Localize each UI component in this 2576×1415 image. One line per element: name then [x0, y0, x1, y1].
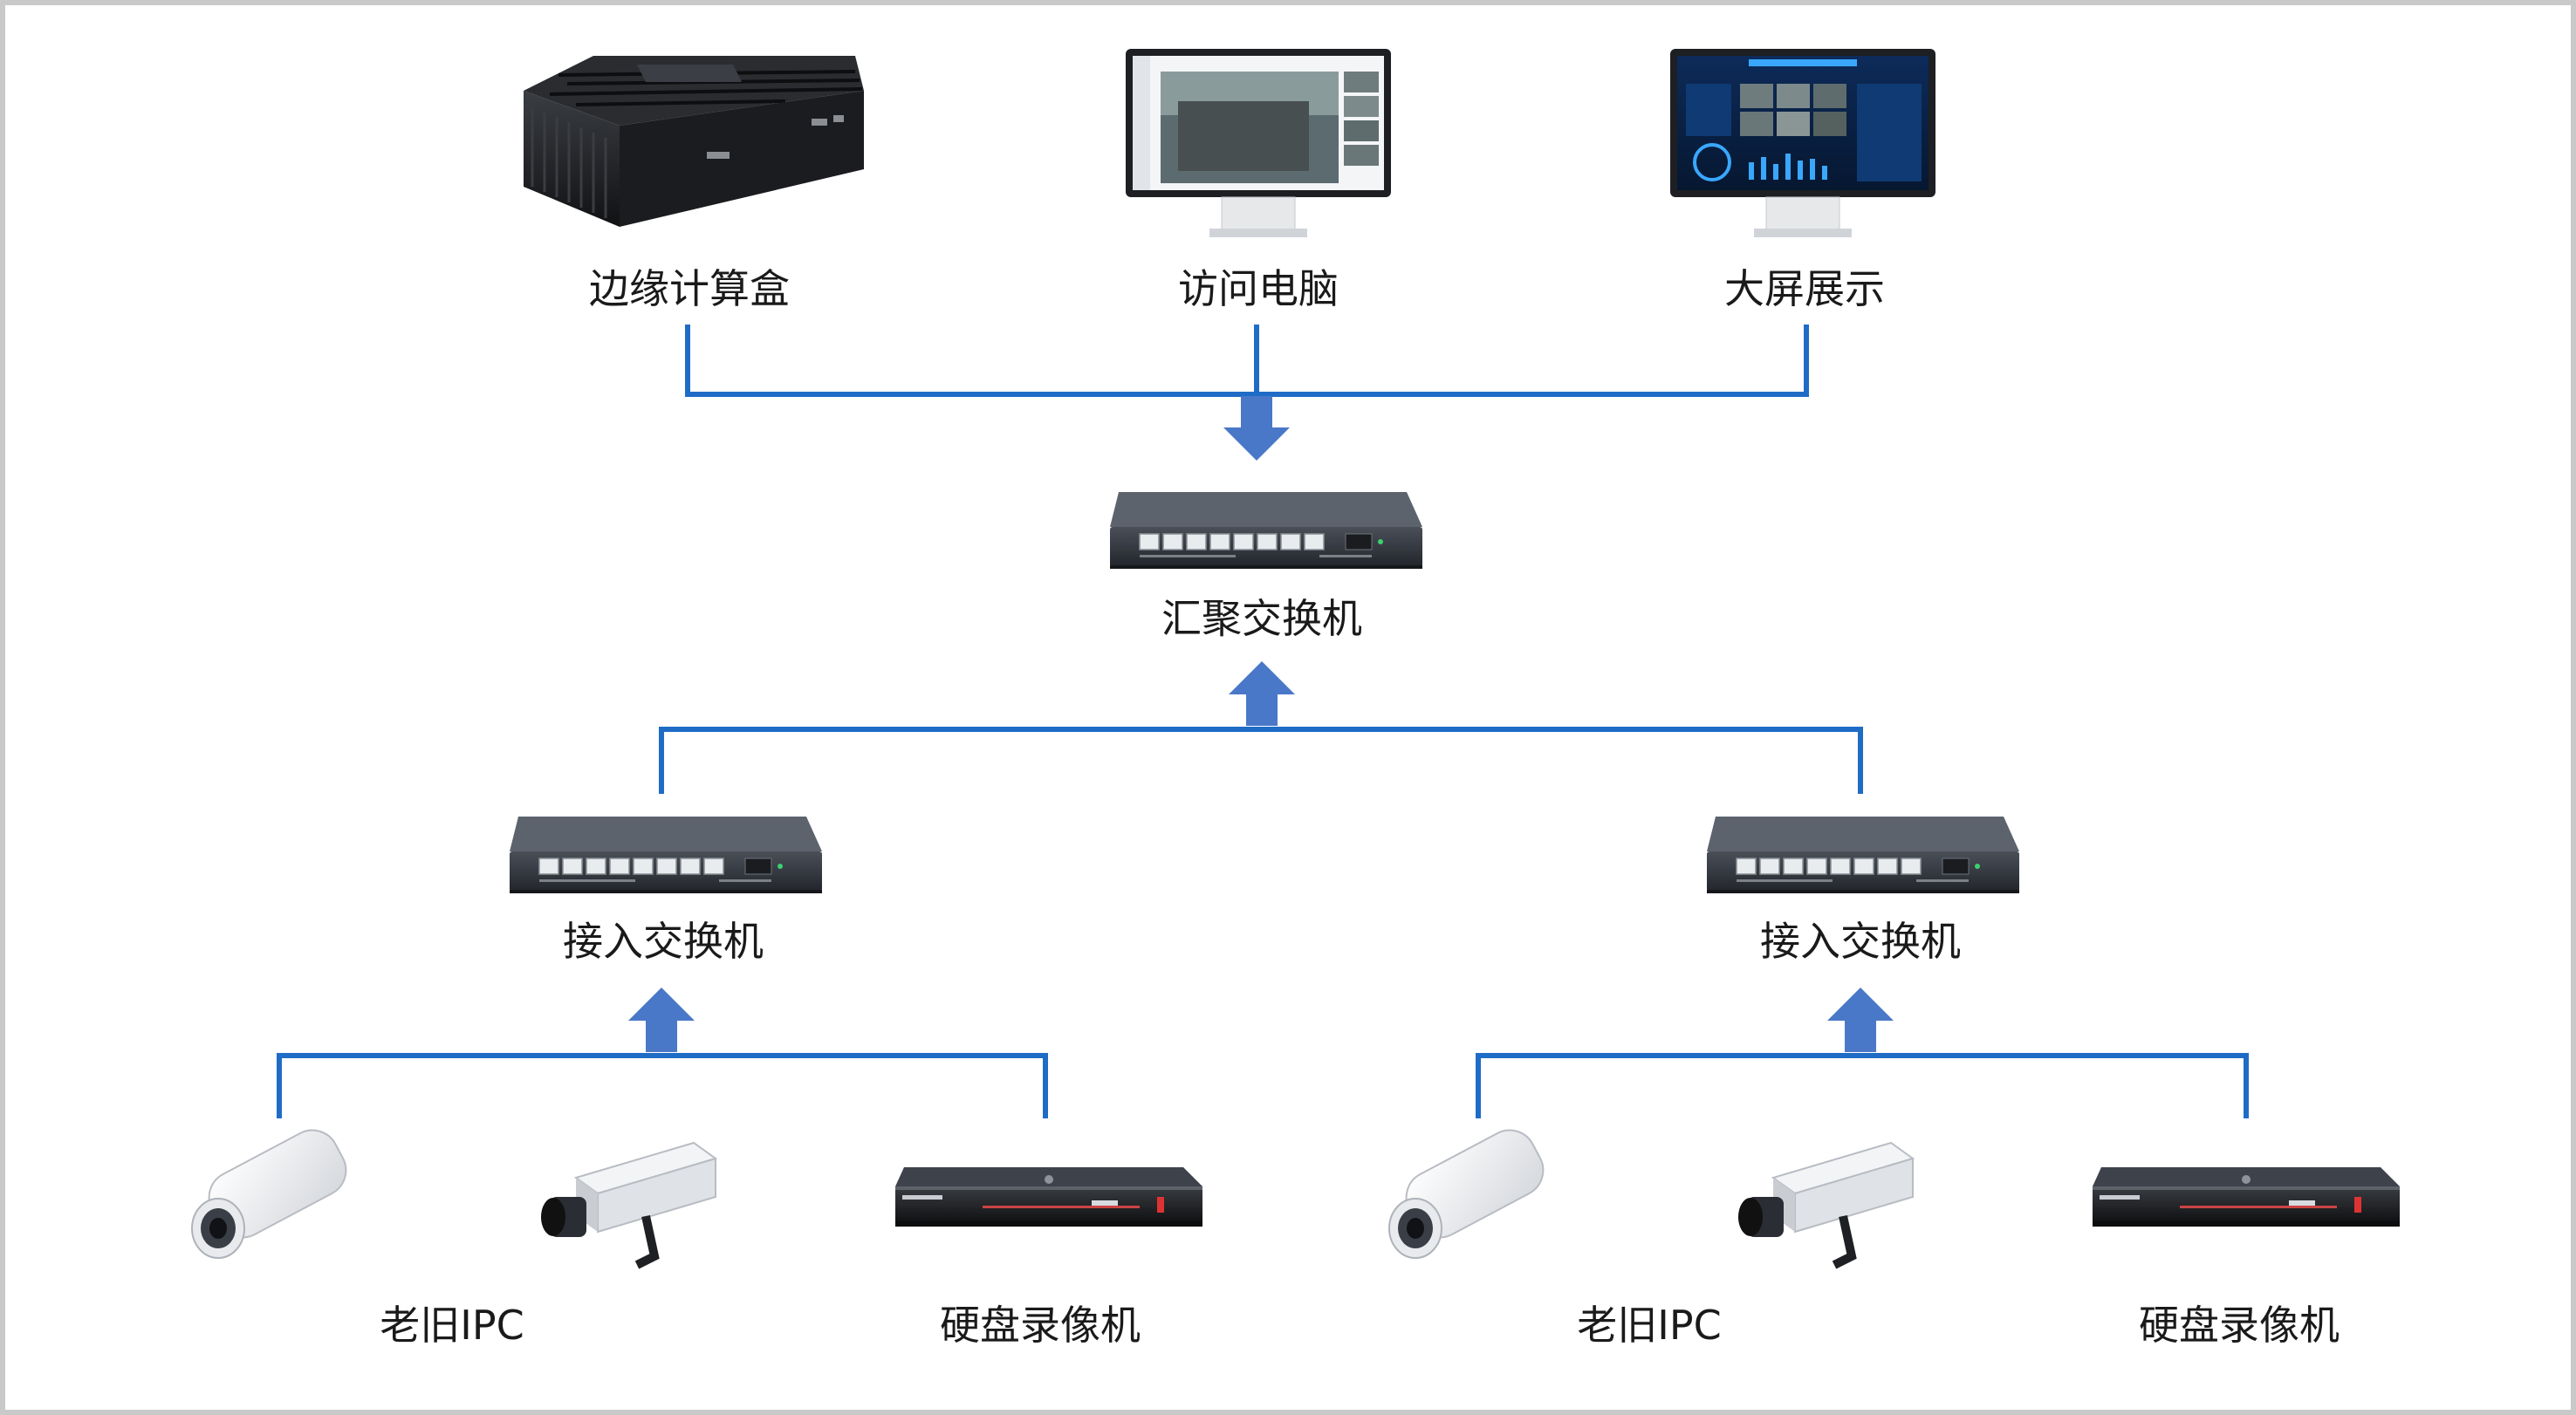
big-screen-label: 大屏展示	[1724, 265, 1885, 312]
arrow-up-to-core	[1229, 661, 1295, 726]
bullet-camera-right-icon	[1388, 1120, 1553, 1259]
edge-box-label: 边缘计算盒	[589, 265, 790, 312]
monitor-icon	[1126, 49, 1391, 237]
arrow-up-to-access-left	[628, 988, 695, 1052]
top-connector	[685, 325, 1809, 397]
access-pc-label: 访问电脑	[1178, 265, 1339, 312]
arrow-up-to-access-right	[1827, 988, 1894, 1052]
old-ipc-right-label: 老旧IPC	[1577, 1302, 1722, 1349]
core-connector	[659, 727, 1863, 794]
access-switch-left-icon	[509, 816, 823, 894]
bullet-camera-left-icon	[191, 1120, 356, 1259]
box-camera-right-icon	[1738, 1143, 1913, 1265]
box-camera-left-icon	[541, 1143, 716, 1265]
access-switch-left-label: 接入交换机	[563, 918, 764, 965]
old-ipc-left-label: 老旧IPC	[380, 1302, 524, 1349]
access-switch-right-icon	[1706, 816, 2020, 894]
right-endpoint-connector	[1476, 1053, 2249, 1118]
arrow-down-to-core	[1223, 396, 1290, 461]
left-endpoint-connector	[277, 1053, 1048, 1118]
core-switch-label: 汇聚交换机	[1161, 595, 1362, 642]
nvr-right-icon	[2093, 1167, 2400, 1227]
edge-computing-box-icon	[524, 56, 864, 227]
nvr-left-label: 硬盘录像机	[940, 1302, 1141, 1349]
core-switch-icon	[1109, 491, 1423, 570]
dashboard-monitor-icon	[1670, 49, 1935, 237]
access-switch-right-label: 接入交换机	[1760, 918, 1961, 965]
connector-lines	[277, 325, 2249, 1118]
nvr-left-icon	[895, 1167, 1202, 1227]
nvr-right-label: 硬盘录像机	[2139, 1302, 2340, 1349]
